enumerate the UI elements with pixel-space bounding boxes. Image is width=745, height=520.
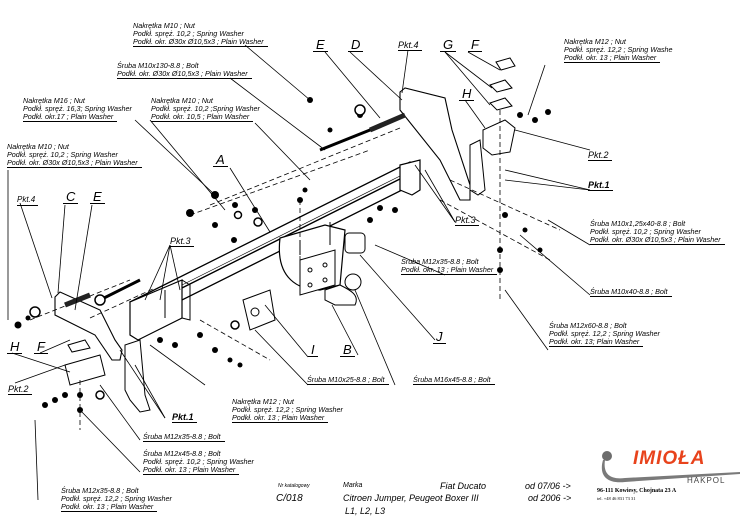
label-line: Nakrętka M12 ; Nut bbox=[564, 37, 626, 46]
variants: L1, L2, L3 bbox=[345, 506, 386, 516]
label-bolt-m10x130: Śruba M10x130-8.8 ; Bolt Podkł. okr. Ø30… bbox=[117, 62, 252, 79]
label-line: Podkł. spręż. 12,2 ; Spring Washer bbox=[549, 329, 660, 338]
label-line: Śruba M12x45-8.8 ; Bolt bbox=[143, 449, 221, 458]
label-nut-m10-mid: Nakrętka M10 ; Nut Podkł. spręż. 10,2 ;S… bbox=[151, 97, 260, 122]
label-line: Podkł. okr. Ø30x Ø10,5x3 ; Plain Washer bbox=[7, 159, 142, 168]
label-line: Podkł. okr. Ø30x Ø10,5x3 ; Plain Washer bbox=[590, 236, 725, 245]
callout-d: D bbox=[348, 38, 364, 52]
label-bolt-m12x35-center: Śruba M12x35-8.8 ; Bolt Podkł. okr. 13 ;… bbox=[401, 257, 498, 275]
imiola-logo: IMIOŁA HAKPOL 96-111 Kowiesy, Chojnata 2… bbox=[595, 448, 745, 508]
label-line: Podkł. okr. 13 ; Plain Washer bbox=[401, 266, 498, 275]
label-line: Podkł. spręż. 10,2 ; Spring Washer bbox=[7, 150, 118, 159]
label-line: Podkł. okr. 13 ; Plain Washer bbox=[232, 414, 329, 423]
label-line: Podkł. okr. 10,5 ; Plain Washer bbox=[151, 113, 254, 122]
callout-a: A bbox=[213, 153, 228, 167]
label-line: Śruba M10x40-8.8 ; Bolt bbox=[590, 288, 672, 297]
callout-c: C bbox=[63, 190, 79, 204]
callout-h-top: H bbox=[459, 87, 475, 101]
label-line: Podkł. spręż. 12,2 ; Spring Washer bbox=[61, 494, 172, 503]
label-line: Śruba M10x130-8.8 ; Bolt bbox=[117, 61, 199, 70]
brand-name: IMIOŁA bbox=[633, 448, 706, 469]
label-line: Podkł. okr. Ø30x Ø10,5x3 ; Plain Washer bbox=[133, 38, 268, 47]
crossbar-beam bbox=[128, 161, 420, 324]
label-line: Podkł. okr. Ø30x Ø10,5x3 ; Plain Washer bbox=[117, 70, 252, 79]
callout-i: I bbox=[308, 343, 318, 357]
label-nut-m12-top-right: Nakrętka M12 ; Nut Podkł. spręż. 12,2 ; … bbox=[564, 38, 673, 63]
callout-pkt3-left: Pkt.3 bbox=[170, 236, 194, 247]
label-line: Śruba M16x45-8.8 ; Bolt bbox=[413, 376, 495, 385]
label-line: Nakrętka M10 ; Nut bbox=[7, 142, 69, 151]
label-bolt-m16x45: Śruba M16x45-8.8 ; Bolt bbox=[413, 376, 495, 385]
make-value: Fiat Ducato bbox=[440, 481, 487, 491]
label-line: Nakrętka M10 ; Nut bbox=[133, 21, 195, 30]
label-line: Podkł. spręż. 10,2 ; Spring Washer bbox=[143, 457, 254, 466]
catalog-number-label: Nr katalogowy bbox=[278, 483, 310, 489]
label-line: Podkł. okr. 13 ; Plain Washer bbox=[143, 466, 240, 475]
label-line: Śruba M12x35-8.8 ; Bolt bbox=[401, 257, 479, 266]
label-nut-m12-bottom: Nakrętka M12 ; Nut Podkł. spręż. 12,2 ; … bbox=[232, 398, 343, 423]
towball-logo-icon bbox=[601, 451, 740, 483]
label-line: Podkł. okr. 13; Plain Washer bbox=[549, 338, 644, 347]
make-label: Marka bbox=[343, 482, 363, 489]
models: Citroen Jumper, Peugeot Boxer III bbox=[343, 493, 479, 503]
callout-g: G bbox=[440, 38, 457, 52]
callout-pkt1-right: Pkt.1 bbox=[588, 180, 613, 191]
label-line: Podkł. spręż. 12,2 ; Spring Washer bbox=[232, 405, 343, 414]
company-phone: tel. +48 46 831 73 31 bbox=[597, 496, 636, 501]
callout-f-top: F bbox=[468, 38, 482, 52]
label-line: Podkł. okr.17 ; Plain Washer bbox=[23, 113, 118, 122]
label-line: Podkł. spręż. 10,2 ;Spring Washer bbox=[151, 104, 260, 113]
callout-h-left: H bbox=[7, 340, 23, 354]
label-line: Śruba M12x35-8.8 ; Bolt bbox=[143, 433, 225, 442]
date-from-1: od 07/06 -> bbox=[525, 481, 571, 491]
label-bolt-m12x35-left: Śruba M12x35-8.8 ; Bolt Podkł. spręż. 12… bbox=[61, 487, 172, 512]
label-line: Nakrętka M10 ; Nut bbox=[151, 96, 213, 105]
label-line: Podkł. spręż. 12,2 ; Spring Washe bbox=[564, 45, 673, 54]
label-line: Śruba M10x25-8.8 ; Bolt bbox=[307, 376, 389, 385]
label-line: Śruba M10x1,25x40-8.8 ; Bolt bbox=[590, 219, 686, 228]
date-from-2: od 2006 -> bbox=[528, 493, 572, 503]
label-line: Śruba M12x60-8.8 ; Bolt bbox=[549, 321, 627, 330]
callout-b: B bbox=[340, 343, 355, 357]
label-line: Podkł. spręż. 16,3; Spring Washer bbox=[23, 104, 132, 113]
callout-pkt1-left: Pkt.1 bbox=[172, 412, 197, 423]
company-address: 96-111 Kowiesy, Chojnata 23 A bbox=[597, 488, 677, 494]
callout-e-top: E bbox=[313, 38, 328, 52]
callout-f-left: F bbox=[34, 340, 48, 354]
label-line: Nakrętka M12 ; Nut bbox=[232, 397, 294, 406]
callout-pkt2-left: Pkt.2 bbox=[8, 384, 32, 395]
label-line: Podkł. spręż. 10,2 ; Spring Washer bbox=[133, 29, 244, 38]
brand-sub: HAKPOL bbox=[687, 476, 726, 485]
callout-e-left: E bbox=[90, 190, 105, 204]
label-line: Nakrętka M16 ; Nut bbox=[23, 96, 85, 105]
callout-pkt4-left: Pkt.4 bbox=[17, 195, 39, 206]
label-nut-m10-top: Nakrętka M10 ; Nut Podkł. spręż. 10,2 ; … bbox=[133, 22, 268, 47]
label-line: Podkł. okr. 13 ; Plain Washer bbox=[564, 54, 661, 63]
callout-pkt2-right: Pkt.2 bbox=[588, 150, 612, 161]
label-nut-m16: Nakrętka M16 ; Nut Podkł. spręż. 16,3; S… bbox=[23, 97, 132, 122]
label-bolt-m10x125x40: Śruba M10x1,25x40-8.8 ; Bolt Podkł. sprę… bbox=[590, 220, 725, 245]
catalog-number: C/018 bbox=[276, 493, 303, 504]
label-bolt-m10x40: Śruba M10x40-8.8 ; Bolt bbox=[590, 288, 672, 297]
callout-pkt4-top: Pkt.4 bbox=[398, 40, 422, 51]
label-bolt-m12x45: Śruba M12x45-8.8 ; Bolt Podkł. spręż. 10… bbox=[143, 450, 254, 475]
callout-j: J bbox=[433, 330, 446, 344]
label-line: Podkł. okr. 13 ; Plain Washer bbox=[61, 503, 158, 512]
callout-pkt3-right: Pkt.3 bbox=[455, 215, 479, 226]
label-nut-m10-left: Nakrętka M10 ; Nut Podkł. spręż. 10,2 ; … bbox=[7, 143, 142, 168]
label-line: Śruba M12x35-8.8 ; Bolt bbox=[61, 486, 139, 495]
label-bolt-m12x60: Śruba M12x60-8.8 ; Bolt Podkł. spręż. 12… bbox=[549, 322, 660, 347]
label-bolt-m12x35-bottom: Śruba M12x35-8.8 ; Bolt bbox=[143, 433, 225, 442]
label-bolt-m10x25: Śruba M10x25-8.8 ; Bolt bbox=[307, 376, 389, 385]
label-line: Podkł. spręż. 10,2 ; Spring Washer bbox=[590, 227, 701, 236]
